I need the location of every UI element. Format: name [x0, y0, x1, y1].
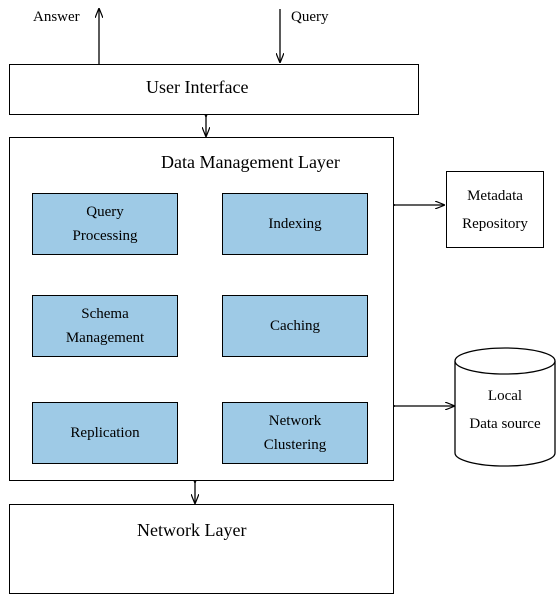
component-line: Clustering [263, 437, 327, 453]
component-line: Schema [81, 306, 129, 322]
network-layer-box: Network Layer [9, 504, 394, 594]
data-management-title: Data Management Layer [161, 152, 340, 172]
component-line: Replication [70, 425, 140, 441]
query-label: Query [291, 9, 329, 25]
replication-box: Replication [32, 402, 178, 464]
network-layer-label: Network Layer [137, 520, 247, 540]
caching-box: Caching [222, 295, 368, 357]
indexing-box: Indexing [222, 193, 368, 255]
metadata-repository-box: Metadata Repository [446, 171, 544, 248]
component-line: Processing [72, 228, 138, 244]
user-interface-label: User Interface [146, 77, 249, 97]
repository-line: Repository [462, 215, 528, 232]
local-data-source-label: Local Data source [455, 382, 555, 438]
component-line: Network [268, 413, 322, 429]
component-line: Caching [270, 318, 320, 334]
connector-arrows [0, 0, 556, 581]
local-line: Local [487, 388, 523, 404]
user-interface-box: User Interface [9, 64, 419, 115]
database-cylinder-icon [454, 347, 556, 467]
answer-label: Answer [33, 9, 80, 25]
component-line: Indexing [268, 216, 322, 232]
metadata-line: Metadata [467, 187, 523, 204]
data-source-line: Data source [469, 416, 541, 432]
component-line: Query [86, 204, 124, 220]
component-line: Management [65, 330, 145, 346]
